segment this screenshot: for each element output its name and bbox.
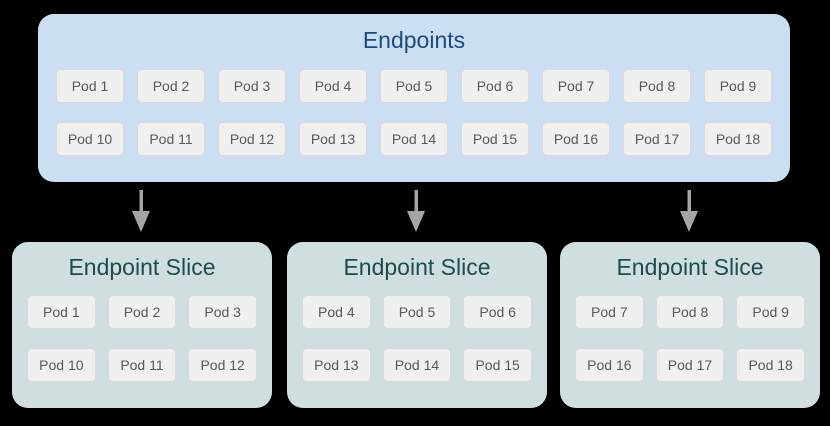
- pod-chip: Pod 18: [704, 122, 772, 156]
- pod-chip: Pod 16: [542, 122, 610, 156]
- pod-chip: Pod 18: [736, 348, 805, 382]
- pod-chip: Pod 11: [137, 122, 205, 156]
- pod-chip: Pod 15: [461, 122, 529, 156]
- down-arrow-icon: [406, 190, 426, 232]
- endpoints-title: Endpoints: [362, 27, 466, 53]
- pod-chip: Pod 7: [575, 295, 644, 329]
- pod-chip: Pod 17: [655, 348, 725, 382]
- pod-chip: Pod 6: [461, 69, 529, 103]
- pod-chip: Pod 10: [27, 348, 96, 382]
- pod-chip: Pod 12: [218, 122, 286, 156]
- endpoint-slice-pod-grid: Pod 7 Pod 8 Pod 9 Pod 16 Pod 17 Pod 18: [575, 295, 805, 382]
- down-arrow-icon: [131, 190, 151, 232]
- pod-chip: Pod 8: [655, 295, 725, 329]
- pod-chip: Pod 7: [542, 69, 610, 103]
- pod-chip: Pod 15: [463, 348, 532, 382]
- pod-chip: Pod 5: [380, 69, 448, 103]
- pod-chip: Pod 13: [299, 122, 367, 156]
- pod-chip: Pod 5: [382, 295, 452, 329]
- pod-chip: Pod 9: [736, 295, 805, 329]
- pod-chip: Pod 1: [56, 69, 124, 103]
- pod-chip: Pod 2: [137, 69, 205, 103]
- pod-chip: Pod 14: [380, 122, 448, 156]
- pod-chip: Pod 14: [382, 348, 452, 382]
- down-arrow-icon: [679, 190, 699, 232]
- endpoint-slice-title: Endpoint Slice: [343, 254, 491, 280]
- pod-chip: Pod 17: [623, 122, 691, 156]
- pod-chip: Pod 12: [188, 348, 257, 382]
- pod-chip: Pod 10: [56, 122, 124, 156]
- pod-chip: Pod 6: [463, 295, 532, 329]
- endpoint-slice-title: Endpoint Slice: [616, 254, 764, 280]
- pod-chip: Pod 3: [218, 69, 286, 103]
- endpoint-slice-title: Endpoint Slice: [68, 254, 216, 280]
- pod-chip: Pod 1: [27, 295, 96, 329]
- pod-chip: Pod 13: [302, 348, 371, 382]
- pod-chip: Pod 2: [107, 295, 177, 329]
- pod-chip: Pod 11: [107, 348, 177, 382]
- pod-chip: Pod 9: [704, 69, 772, 103]
- endpoint-slice-pod-grid: Pod 4 Pod 5 Pod 6 Pod 13 Pod 14 Pod 15: [302, 295, 532, 382]
- pod-chip: Pod 3: [188, 295, 257, 329]
- endpoint-slice-pod-grid: Pod 1 Pod 2 Pod 3 Pod 10 Pod 11 Pod 12: [27, 295, 257, 382]
- pod-chip: Pod 16: [575, 348, 644, 382]
- pod-chip: Pod 8: [623, 69, 691, 103]
- endpoints-box: Endpoints Pod 1 Pod 2 Pod 3 Pod 4 Pod 5 Pod 6…: [38, 14, 790, 182]
- pod-chip: Pod 4: [302, 295, 371, 329]
- pod-chip: Pod 4: [299, 69, 367, 103]
- endpoints-pod-grid: Pod 1 Pod 2 Pod 3 Pod 4 Pod 5 Pod 6 Pod 7 Pod 8…: [56, 69, 772, 156]
